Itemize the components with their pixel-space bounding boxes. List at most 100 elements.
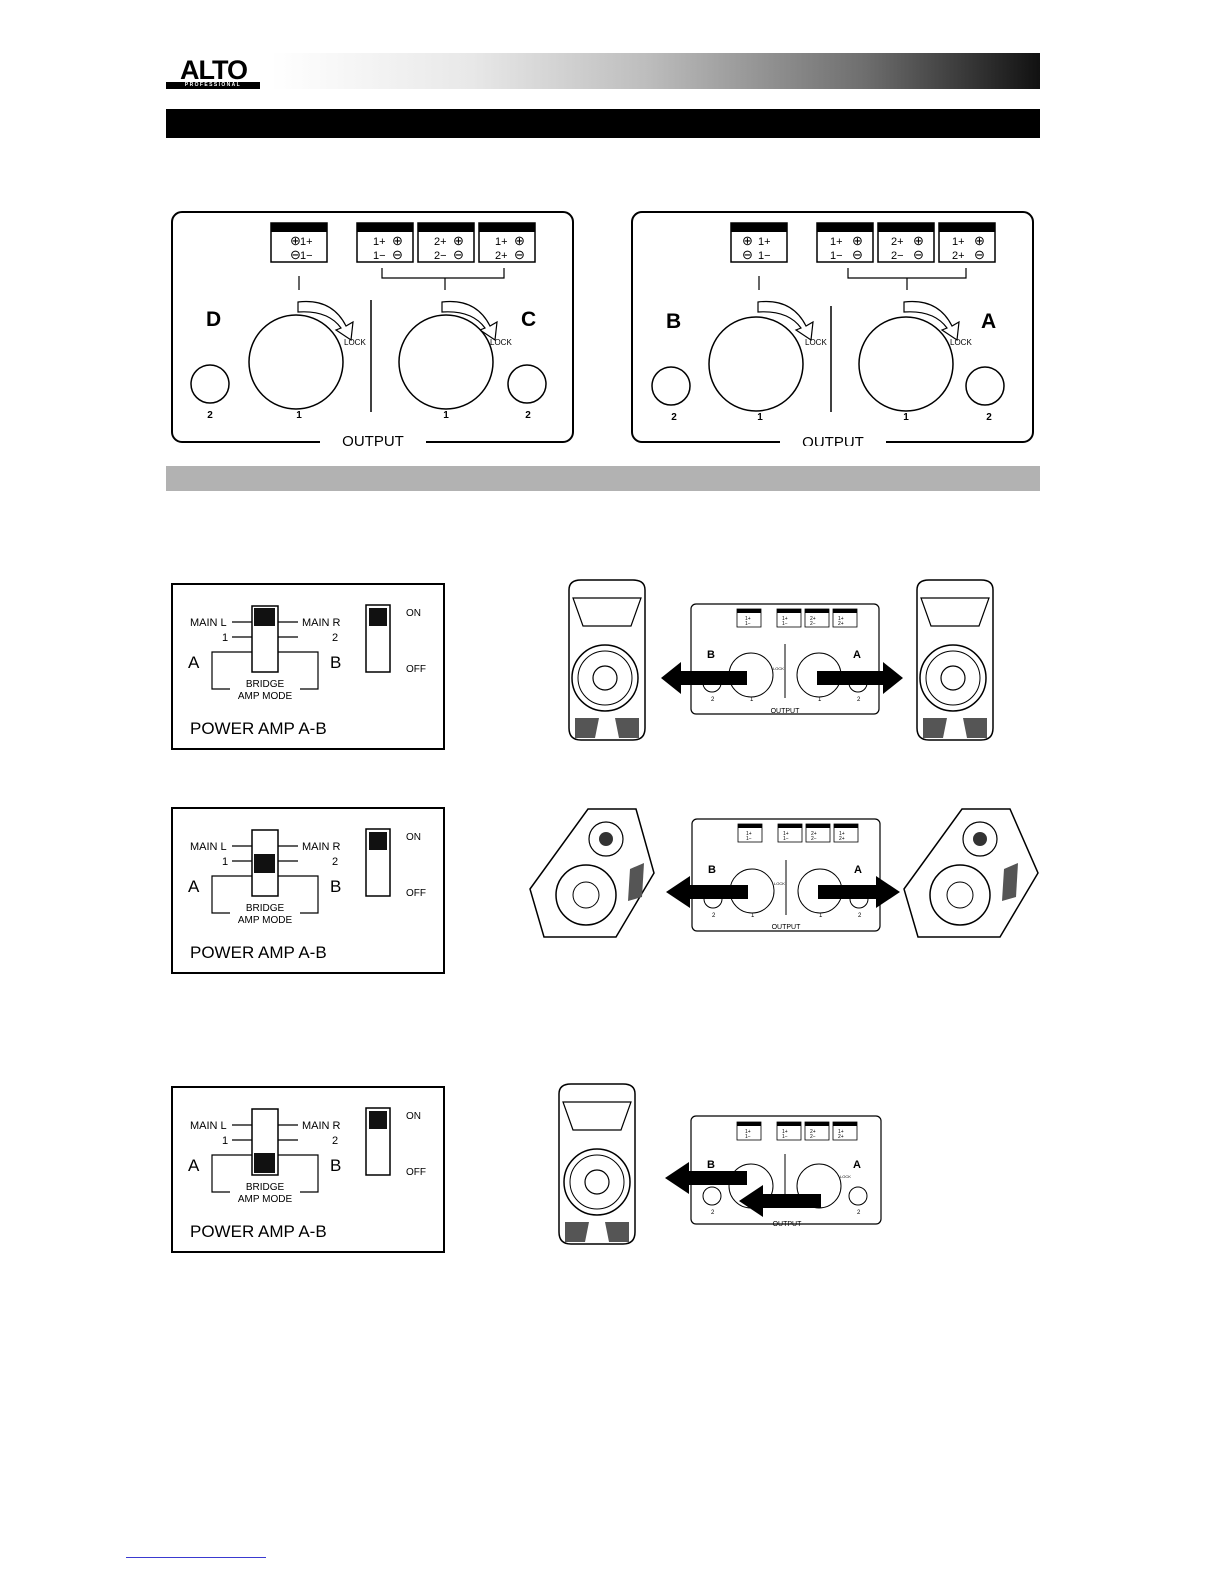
alto-logo: ALTO PROFESSIONAL	[166, 55, 266, 89]
channel-letter: A	[981, 310, 996, 333]
terminal-label: 1−	[745, 621, 751, 627]
terminal-label: 1+	[838, 616, 844, 622]
label-off: OFF	[406, 664, 426, 675]
svg-text:⊖: ⊖	[514, 247, 525, 262]
channel-letter: B	[707, 649, 715, 661]
terminal-label: 1−	[782, 621, 788, 627]
jack-number: 2	[207, 410, 213, 421]
channel-letter: A	[854, 864, 862, 876]
arrow-left-icon	[665, 1162, 747, 1194]
terminal-label: 2+	[810, 616, 816, 622]
terminal-minus: 1−	[758, 250, 771, 262]
svg-text:⊕: ⊕	[290, 233, 301, 248]
svg-text:⊕: ⊕	[392, 233, 403, 248]
speakon-jack-small	[651, 366, 691, 406]
output-label: OUTPUT	[802, 434, 864, 446]
section-subheading-bar	[166, 466, 1040, 491]
label-off: OFF	[406, 1167, 426, 1178]
label-on: ON	[406, 1111, 421, 1122]
output-label: OUTPUT	[771, 708, 801, 715]
terminal-label: 1+	[839, 831, 845, 837]
terminal-plus: 1+	[758, 236, 771, 248]
terminal-label: 2+	[495, 250, 508, 262]
terminal-label: 2+	[952, 250, 965, 262]
label-b: B	[330, 1156, 341, 1175]
label-main-l: MAIN L	[190, 1120, 227, 1132]
lock-arrow-icon	[903, 300, 960, 342]
terminal-label: 2+	[839, 836, 845, 842]
svg-text:⊖: ⊖	[290, 247, 301, 262]
lock-label: LOCK	[805, 338, 827, 347]
arrow-right-icon	[817, 662, 903, 694]
svg-text:⊖: ⊖	[392, 247, 403, 262]
arrow-left-icon	[661, 662, 747, 694]
terminal-plus: 1+	[300, 236, 313, 248]
panel-title: POWER AMP A-B	[190, 1222, 327, 1241]
svg-text:⊖: ⊖	[453, 247, 464, 262]
mode-selector-knob	[254, 1153, 275, 1173]
terminal-label: 1−	[746, 836, 752, 842]
mode-selector-knob	[254, 608, 275, 626]
label-ch1: 1	[222, 632, 228, 644]
output-panel-dc: ⊕ 1+ ⊖ 1− 1+⊕ 1−⊖ 2+⊕ 2−⊖ 1+⊕ 2+⊖ LOCK L…	[171, 211, 574, 446]
label-main-r: MAIN R	[302, 1120, 341, 1132]
label-amp-mode: AMP MODE	[238, 691, 293, 702]
svg-text:⊖: ⊖	[974, 247, 985, 262]
terminal-label: 2+	[811, 831, 817, 837]
lock-label: LOCK	[490, 338, 512, 347]
jack-number: 1	[750, 697, 754, 703]
label-bridge: BRIDGE	[246, 679, 285, 690]
svg-text:⊕: ⊕	[514, 233, 525, 248]
label-b: B	[330, 653, 341, 672]
terminal-minus: 1−	[300, 250, 313, 262]
lock-label: LOCK	[773, 666, 784, 671]
footer-rule	[126, 1557, 266, 1558]
output-panel-ba: ⊕ 1+ ⊖ 1− 1+⊕ 1−⊖ 2+⊕ 2−⊖ 1+⊕ 2+⊖ LOCK L…	[631, 211, 1034, 446]
speakon-jack-large	[398, 314, 494, 410]
terminal-label: 1+	[830, 236, 843, 248]
terminal-label: 1−	[782, 1134, 788, 1140]
jack-number: 1	[819, 913, 823, 919]
terminal-block-single: ⊕ 1+ ⊖ 1−	[730, 222, 788, 263]
label-main-r: MAIN R	[302, 617, 341, 629]
label-off: OFF	[406, 888, 426, 899]
power-amp-switch-panel-3: MAIN L MAIN R 1 2 A B BRIDGE AMP MODE ON…	[171, 1086, 445, 1253]
panel-title: POWER AMP A-B	[190, 719, 327, 738]
lock-label: LOCK	[344, 338, 366, 347]
svg-text:⊕: ⊕	[913, 233, 924, 248]
speakon-jack-large	[248, 314, 344, 410]
jack-number: 2	[858, 913, 862, 919]
jack-number: 1	[818, 697, 822, 703]
jack-number: 2	[857, 1210, 861, 1216]
label-a: A	[188, 653, 200, 672]
label-main-r: MAIN R	[302, 841, 341, 853]
terminal-label: 2+	[434, 236, 447, 248]
speakon-jack-large	[708, 316, 804, 412]
jack-number: 1	[751, 913, 755, 919]
terminal-label: 2−	[811, 836, 817, 842]
terminal-label: 2+	[891, 236, 904, 248]
terminal-label: 1+	[373, 236, 386, 248]
terminal-label: 2+	[838, 1134, 844, 1140]
terminal-label: 2−	[434, 250, 447, 262]
terminal-label: 2−	[810, 621, 816, 627]
svg-text:⊕: ⊕	[453, 233, 464, 248]
arrow-left-icon	[666, 876, 748, 908]
terminal-label: 1+	[745, 1129, 751, 1135]
jack-number: 1	[443, 410, 449, 421]
lock-arrow-icon	[441, 300, 498, 342]
label-ch1: 1	[222, 856, 228, 868]
terminal-label: 1+	[746, 831, 752, 837]
jack-number: 2	[712, 913, 716, 919]
terminal-label: 2−	[810, 1134, 816, 1140]
speaker-cabinet-icon	[916, 579, 994, 741]
mode-selector-knob	[254, 854, 275, 873]
label-main-l: MAIN L	[190, 617, 227, 629]
label-a: A	[188, 1156, 200, 1175]
bridge-wiring-diagram: 1+ 1− 1+ 1− 2+ 2− 1+ 2+ B A LOCK 2 2 OUT…	[558, 1083, 882, 1245]
monitor-wedge-icon	[529, 808, 655, 938]
channel-letter: B	[707, 1159, 715, 1171]
channel-letter: B	[666, 310, 681, 333]
lock-label: LOCK	[774, 881, 785, 886]
label-on: ON	[406, 832, 421, 843]
